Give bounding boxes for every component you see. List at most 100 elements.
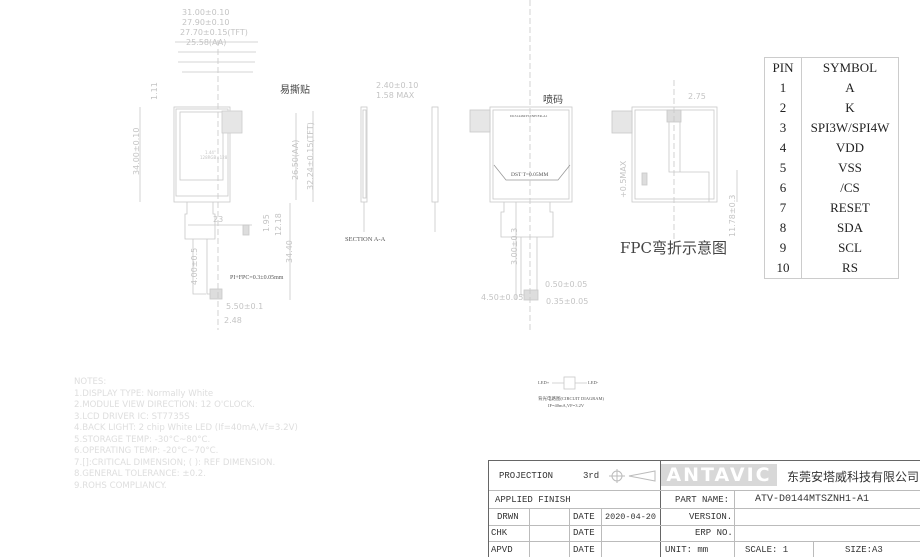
dim-height-aa: 26.50(AA): [291, 139, 300, 180]
dim-2-48: 2.48: [224, 316, 242, 325]
inkjet-code-text: DLS14484TSZNH ER-A1: [510, 114, 548, 118]
divider: [529, 508, 530, 557]
dst-thickness: DST T=0.05MM: [511, 172, 549, 178]
divider: [489, 508, 920, 509]
pin-symbol: RS: [842, 260, 858, 275]
table-row: 5 VSS: [765, 158, 898, 178]
dim-2-75: 2.75: [688, 92, 706, 101]
led-minus: LED-: [588, 380, 599, 385]
erp-label: ERP NO.: [695, 528, 733, 538]
version-label: VERSION.: [689, 512, 733, 522]
led-plus: LED+: [538, 380, 550, 385]
header-symbol: SYMBOL: [822, 60, 878, 75]
dim-width-total: 31.00±0.10: [182, 8, 230, 17]
header-pin: PIN: [765, 58, 802, 78]
table-row: 10 RS: [765, 258, 898, 278]
note-item: 7.[]:CRITICAL DIMENSION; ( ): REF DIMENS…: [74, 457, 276, 468]
back-view-outline: [469, 0, 573, 330]
pin-number: 1: [765, 78, 802, 98]
dim-thickness: 2.40±0.10: [376, 81, 419, 90]
note-item: 5.STORAGE TEMP: -30°C~80°C.: [74, 434, 211, 445]
antavic-logo: ANTAVIC: [661, 464, 777, 486]
backlight-circuit: [552, 376, 587, 390]
dim-height-tft: 32.24±0.15(TFT): [306, 122, 315, 190]
company-name: 东莞安塔威科技有限公司: [787, 470, 920, 484]
projection-label: PROJECTION: [499, 471, 554, 481]
note-item: 2.MODULE VIEW DIRECTION: 12 O'CLOCK.: [74, 400, 255, 410]
pin-symbol: SPI3W/SPI4W: [810, 120, 890, 135]
backlight-caption: 背光电路图(CIRCUIT DIAGRAM): [538, 396, 605, 401]
dim-fpc-width: 23: [213, 215, 224, 224]
dim-0-35: 0.35±0.05: [546, 297, 589, 306]
dim-4-50: 4.50±0.05: [481, 293, 524, 302]
notes-heading: NOTES:: [74, 377, 107, 387]
pin-symbol: RESET: [830, 200, 870, 215]
divider: [734, 490, 735, 557]
pin-number: 8: [765, 218, 802, 238]
pin-number: 9: [765, 238, 802, 258]
pin-symbol: /CS: [840, 180, 860, 195]
screen-size-text: 1.44": [205, 150, 216, 155]
fpc-bend-title: FPC弯折示意图: [620, 239, 727, 257]
note-item: 9.ROHS COMPLIANCY.: [74, 480, 167, 491]
note-item: 4.BACK LIGHT: 2 chip White LED (If=40mA,…: [74, 423, 298, 433]
dim-12-18: 12.18: [274, 213, 283, 236]
divider: [569, 508, 570, 557]
front-view-outline: [139, 40, 314, 330]
pin-number: 3: [765, 118, 802, 138]
note-item: 3.LCD DRIVER IC: ST7735S: [74, 411, 190, 422]
fpc-bend-outline: [611, 80, 738, 240]
divider: [489, 525, 920, 526]
dim-3-00: 3.00±0.3: [510, 227, 519, 265]
pin-symbol: SDA: [836, 220, 863, 235]
dim-1-95: 1.95: [262, 214, 271, 232]
drwn-label: DRWN: [497, 512, 519, 522]
dim-width-aa: 25.58(AA): [186, 38, 227, 47]
dim-offset: 1.11: [150, 82, 159, 100]
section-view-outline: [360, 106, 439, 232]
label-easy-tear: 易撕贴: [280, 85, 310, 96]
unit-label: UNIT: mm: [665, 545, 709, 555]
dim-bend-max: +0.5MAX: [619, 160, 628, 198]
projection-symbol-icon: [609, 469, 656, 483]
note-item: 6.OPERATING TEMP: -20°C~70°C.: [74, 446, 219, 456]
divider: [813, 541, 814, 557]
apvd-label: APVD: [491, 545, 513, 555]
pin-table-header: PIN SYMBOL: [765, 58, 898, 78]
dim-0-50: 0.50±0.05: [545, 280, 588, 289]
pin-symbol: VDD: [835, 140, 865, 155]
dim-4-00: 4.00±0.5: [190, 247, 199, 285]
table-row: 8 SDA: [765, 218, 898, 238]
pin-number: 2: [765, 98, 802, 118]
divider: [660, 461, 661, 557]
pin-number: 10: [765, 258, 802, 278]
table-row: 7 RESET: [765, 198, 898, 218]
pin-number: 6: [765, 178, 802, 198]
fpc-thickness-note: PI+FPC=0.3±0.05mm: [230, 275, 284, 281]
table-row: 3 SPI3W/SPI4W: [765, 118, 898, 138]
chk-label: CHK: [491, 528, 508, 538]
divider: [489, 541, 920, 542]
scale-label: SCALE: 1: [745, 545, 789, 555]
notes: NOTES: 1.DISPLAY TYPE: Normally White 2.…: [74, 377, 298, 492]
backlight-spec: IF=40mA,VF=3.2V: [548, 403, 585, 408]
dim-max-thickness: 1.58 MAX: [376, 91, 415, 100]
pin-symbol: VSS: [838, 160, 862, 175]
date-label: DATE: [573, 545, 595, 555]
applied-finish-label: APPLIED FINISH: [495, 495, 571, 505]
divider: [601, 508, 602, 557]
dim-11-78: 11.78±0.3: [728, 194, 737, 237]
pin-number: 5: [765, 158, 802, 178]
pin-number: 7: [765, 198, 802, 218]
dim-34-40: 34.40: [285, 240, 294, 263]
date-label: DATE: [573, 528, 595, 538]
section-label: SECTION A-A: [345, 236, 386, 243]
part-name: ATV-D0144MTSZNH1-A1: [755, 494, 870, 505]
